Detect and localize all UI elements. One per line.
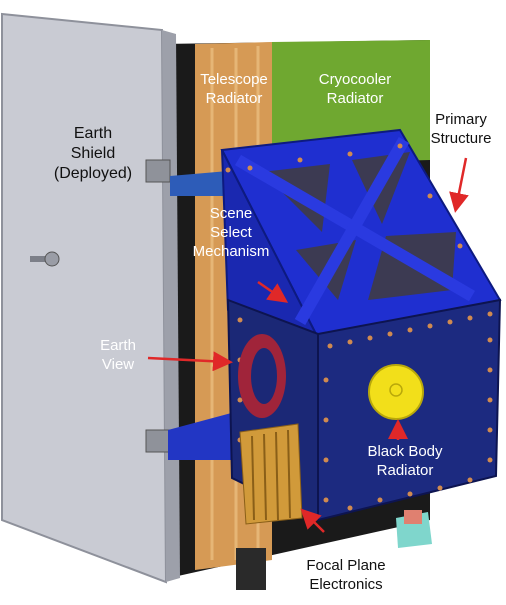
hinge-icon bbox=[145, 159, 171, 183]
label-scene-select-mechanism: Scene Select Mechanism bbox=[192, 205, 270, 260]
black-body-center bbox=[389, 383, 403, 397]
arrow-scene-select bbox=[257, 280, 289, 303]
earth-view-aperture bbox=[251, 348, 277, 404]
label-telescope-radiator: Telescope Radiator bbox=[200, 71, 268, 107]
label-cryocooler-radiator: Cryocooler Radiator bbox=[318, 71, 392, 107]
bracket-arm bbox=[168, 408, 250, 460]
shield-knob-icon bbox=[44, 251, 60, 267]
label-black-body-radiator: Black Body Radiator bbox=[367, 443, 443, 479]
label-earth-shield: Earth Shield (Deployed) bbox=[53, 125, 133, 182]
base-bracket bbox=[236, 548, 266, 590]
hinge-icon bbox=[145, 429, 171, 453]
label-earth-view: Earth View bbox=[100, 337, 136, 373]
earth-shield-panel bbox=[1, 12, 168, 584]
arrow-earth-view bbox=[147, 351, 233, 372]
focal-plane-electronics bbox=[239, 423, 303, 525]
arrow-primary-structure bbox=[449, 157, 469, 213]
black-body-radiator bbox=[368, 364, 424, 420]
label-primary-structure: Primary Structure bbox=[430, 111, 492, 147]
arrow-focal-plane bbox=[300, 508, 325, 533]
base-connector bbox=[404, 510, 422, 524]
shield-latch bbox=[30, 256, 52, 262]
label-focal-plane-electronics: Focal Plane Electronics bbox=[306, 557, 386, 593]
truss-beam bbox=[294, 137, 410, 325]
